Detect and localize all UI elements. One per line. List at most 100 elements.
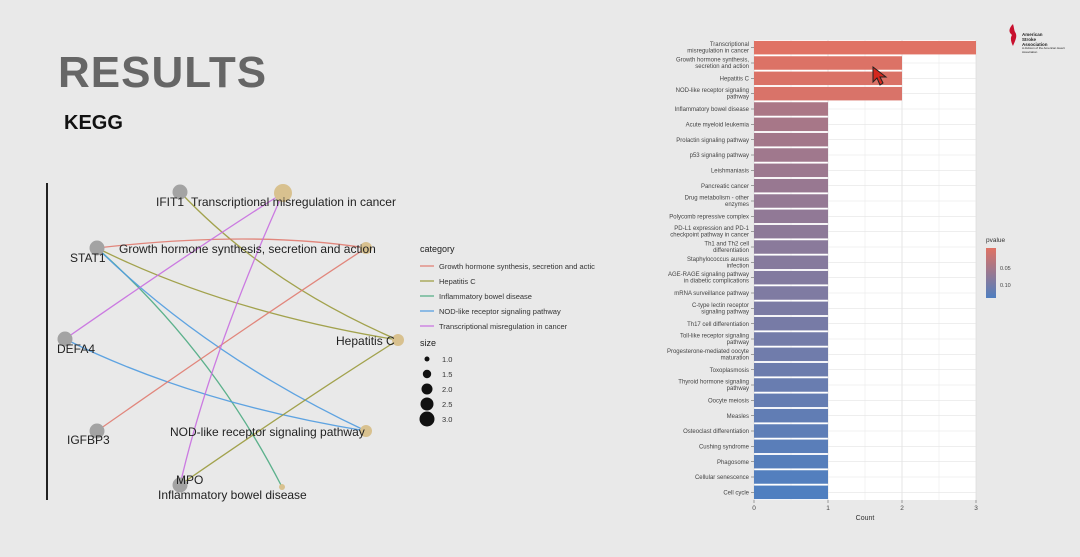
network-edge bbox=[179, 339, 399, 486]
category-tick-label: Cell cycle bbox=[723, 491, 749, 497]
network-edge bbox=[96, 238, 367, 249]
category-tick-label: mRNA surveillance pathway bbox=[674, 291, 749, 297]
bar bbox=[754, 148, 828, 162]
gene-node bbox=[172, 477, 188, 493]
network-edge bbox=[64, 192, 284, 340]
category-tick-label: Prolactin signaling pathway bbox=[676, 138, 749, 144]
x-tick-label: 0 bbox=[752, 505, 756, 512]
category-tick-label: Acute myeloid leukemia bbox=[686, 123, 750, 129]
category-tick-label: Pancreatic cancer bbox=[701, 184, 749, 190]
gene-label: IFIT1 bbox=[156, 195, 184, 209]
term-label: Hepatitis C bbox=[336, 334, 395, 348]
category-tick-label: Osteoclast differentiation bbox=[683, 429, 749, 435]
bar bbox=[754, 378, 828, 392]
term-node bbox=[274, 184, 292, 202]
torch-logo-icon bbox=[1009, 24, 1017, 46]
x-tick-label: 3 bbox=[974, 505, 978, 512]
x-tick-label: 1 bbox=[826, 505, 830, 512]
network-edge bbox=[179, 192, 284, 486]
bar bbox=[754, 286, 828, 300]
bar bbox=[754, 347, 828, 362]
gene-label: MPO bbox=[176, 473, 203, 487]
gene-node bbox=[57, 331, 73, 347]
legend-size-label: 3.0 bbox=[442, 415, 452, 424]
legend-category-label: Inflammatory bowel disease bbox=[439, 292, 532, 301]
bar bbox=[754, 439, 828, 454]
bar bbox=[754, 102, 828, 116]
bar bbox=[754, 117, 828, 132]
category-tick-label: Toxoplasmosis bbox=[710, 368, 749, 374]
term-label: Transcriptional misregulation in cancer bbox=[191, 195, 396, 209]
pvalue-legend-tick: 0.05 bbox=[1000, 266, 1011, 272]
term-label: Inflammatory bowel disease bbox=[158, 488, 307, 502]
bar bbox=[754, 408, 828, 423]
legend-size-label: 2.5 bbox=[442, 400, 452, 409]
legend-size-label: 1.5 bbox=[442, 370, 452, 379]
legend-size-dot bbox=[419, 411, 435, 427]
legend-category-label: Growth hormone synthesis, secretion and … bbox=[439, 262, 595, 271]
term-label: Growth hormone synthesis, secretion and … bbox=[119, 242, 376, 256]
term-node bbox=[392, 334, 404, 346]
legend-category-label: NOD-like receptor signaling pathway bbox=[439, 307, 561, 316]
category-tick-label: Inflammatory bowel disease bbox=[675, 107, 750, 113]
legend-size-label: 1.0 bbox=[442, 355, 452, 364]
category-tick-label: Measles bbox=[727, 414, 749, 420]
pvalue-colorbar bbox=[986, 248, 996, 298]
legend-category-label: Transcriptional misregulation in cancer bbox=[439, 322, 568, 331]
category-tick-label: Polycomb repressive complex bbox=[669, 215, 749, 221]
term-node bbox=[360, 242, 372, 254]
network-edge bbox=[64, 338, 367, 432]
bar bbox=[754, 132, 828, 147]
category-tick-label: Hepatitis C bbox=[720, 77, 750, 83]
category-tick-label: Th17 cell differentiation bbox=[687, 322, 749, 328]
network-edge bbox=[179, 191, 399, 341]
legend-size-dot bbox=[420, 397, 434, 411]
category-tick-label: Leishmaniasis bbox=[711, 169, 749, 175]
bar bbox=[754, 194, 828, 208]
legend-category-label: Hepatitis C bbox=[439, 277, 476, 286]
legend-size-label: 2.0 bbox=[442, 385, 452, 394]
bar bbox=[754, 362, 828, 377]
category-tick-label: Cushing syndrome bbox=[699, 445, 750, 451]
association-logo: American Stroke Association A division o… bbox=[1004, 24, 1070, 64]
pvalue-legend-tick: 0.10 bbox=[1000, 283, 1011, 289]
bar bbox=[754, 485, 828, 500]
category-tick-label: Cellular senescence bbox=[695, 475, 750, 481]
slide-title: RESULTS bbox=[58, 48, 268, 97]
bar bbox=[754, 424, 828, 438]
category-tick-label: Phagosome bbox=[717, 460, 750, 466]
gene-label: IGFBP3 bbox=[67, 433, 110, 447]
x-tick-label: 2 bbox=[900, 505, 904, 512]
gene-node bbox=[172, 184, 188, 200]
bar bbox=[754, 255, 828, 270]
gene-label: DEFA4 bbox=[57, 342, 95, 356]
x-axis-label: Count bbox=[856, 515, 875, 522]
category-tick-label: Growth hormone synthesis,secretion and a… bbox=[676, 58, 749, 71]
bar bbox=[754, 86, 902, 101]
legend-size-dot bbox=[424, 356, 430, 362]
bar bbox=[754, 393, 828, 408]
legend-category-title: category bbox=[420, 244, 455, 254]
gene-node bbox=[89, 240, 105, 256]
legend-size-title: size bbox=[420, 338, 436, 348]
bar bbox=[754, 316, 828, 331]
gene-node bbox=[89, 423, 105, 439]
bar bbox=[754, 240, 828, 254]
logo-text: American Stroke Association A division o… bbox=[1022, 32, 1065, 54]
bar bbox=[754, 454, 828, 469]
term-node bbox=[360, 425, 372, 437]
bar bbox=[754, 332, 828, 346]
category-tick-label: p53 signaling pathway bbox=[690, 153, 749, 159]
term-label: NOD-like receptor signaling pathway bbox=[170, 425, 365, 439]
legend-size-dot bbox=[422, 369, 432, 379]
